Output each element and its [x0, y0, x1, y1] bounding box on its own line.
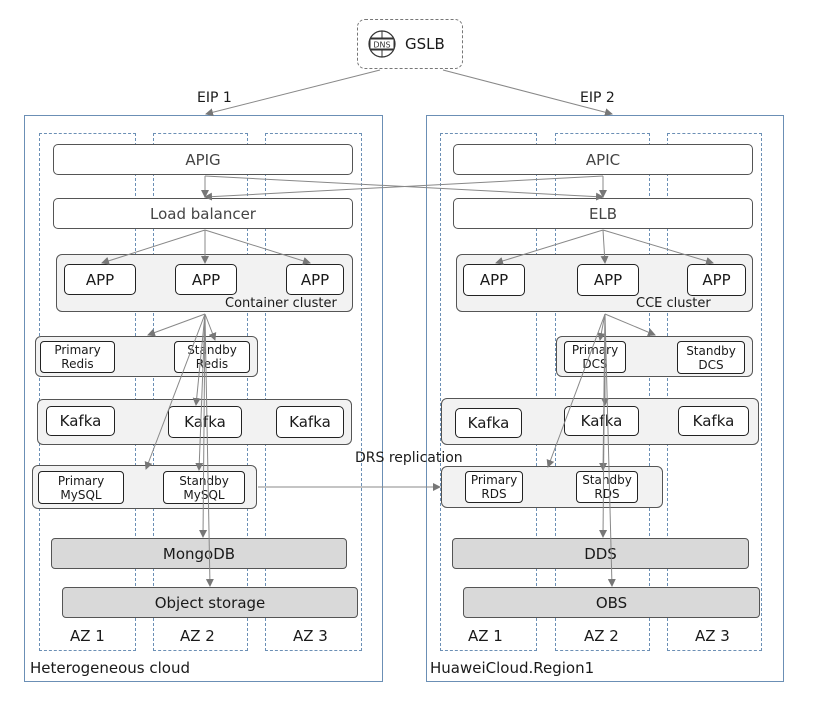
- right-gateway: APIC: [453, 144, 753, 175]
- left-kafka-3: Kafka: [276, 406, 344, 438]
- right-az3-label: AZ 3: [695, 627, 730, 645]
- right-kafka-1: Kafka: [455, 408, 522, 438]
- right-az1-zone: [440, 133, 537, 651]
- arrow-rapp-object: [604, 313, 616, 587]
- drs-replication-label: DRS replication: [355, 450, 463, 466]
- right-app-1: APP: [463, 264, 525, 296]
- left-kafka-1: Kafka: [46, 406, 115, 436]
- arrow-lelb-app3: [204, 229, 311, 265]
- right-az2-zone: [555, 133, 650, 651]
- arrow-rapp-db-primary: [546, 313, 606, 468]
- left-db-primary: Primary MySQL: [38, 471, 124, 504]
- right-object-storage: OBS: [463, 587, 760, 618]
- left-gateway: APIG: [53, 144, 353, 175]
- left-nosql: MongoDB: [51, 538, 347, 569]
- right-cache-standby-text: Standby DCS: [686, 343, 736, 372]
- arrow-relb-app3: [602, 229, 714, 265]
- gslb-label: GSLB: [405, 35, 445, 53]
- right-db-standby-text: Standby RDS: [582, 473, 632, 501]
- left-balancer: Load balancer: [53, 198, 353, 229]
- arrow-lapp-cache-standby: [204, 313, 217, 341]
- right-kafka-2: Kafka: [564, 406, 639, 436]
- left-cluster-label: Container cluster: [225, 296, 337, 311]
- right-db-primary: Primary RDS: [465, 471, 523, 503]
- left-cache-primary: Primary Redis: [40, 341, 115, 373]
- right-cache-primary-text: Primary DCS: [571, 343, 619, 371]
- arrow-gslb-left: [205, 69, 381, 117]
- right-kafka-3: Kafka: [678, 406, 749, 436]
- right-app-2: APP: [577, 264, 639, 296]
- dns-icon: DNS: [368, 30, 396, 58]
- right-db-primary-text: Primary RDS: [470, 473, 518, 501]
- right-db-standby: Standby RDS: [576, 471, 638, 503]
- right-az2-label: AZ 2: [584, 627, 619, 645]
- left-db-primary-text: Primary MySQL: [57, 473, 105, 502]
- gslb-node: DNS GSLB: [357, 19, 463, 69]
- left-kafka-2: Kafka: [168, 406, 242, 438]
- left-cache-standby-text: Standby Redis: [187, 343, 237, 371]
- left-cloud-label: Heterogeneous cloud: [30, 659, 191, 677]
- left-az2-label: AZ 2: [180, 627, 215, 645]
- dns-icon-text: DNS: [373, 41, 390, 50]
- left-az1-zone: [39, 133, 136, 651]
- arrow-lapp-nosql: [199, 313, 208, 538]
- arrow-relb-app2: [600, 229, 609, 264]
- arrow-rgw-lelb: [204, 175, 604, 201]
- left-az2-zone: [153, 133, 248, 651]
- left-cloud: [24, 115, 383, 682]
- arrow-lapp-cache-primary: [147, 313, 206, 337]
- right-cluster-label: CCE cluster: [636, 296, 711, 311]
- arrow-rapp-cache-standby: [604, 313, 656, 336]
- arrow-rapp-nosql: [599, 313, 608, 538]
- right-nosql: DDS: [452, 538, 749, 569]
- left-cache-primary-text: Primary Redis: [54, 343, 101, 371]
- left-app-2: APP: [175, 264, 237, 295]
- arrow-lelb-app1: [101, 229, 206, 265]
- arrow-lapp-db-primary: [144, 313, 206, 470]
- arrow-relb-app1: [495, 229, 604, 265]
- arrow-lapp-object: [204, 313, 214, 587]
- arrow-lapp-db-standby: [195, 313, 206, 471]
- left-az3-zone: [265, 133, 362, 651]
- arrow-lapp-kafka: [192, 313, 206, 406]
- right-az3-zone: [667, 133, 762, 651]
- eip1-label: EIP 1: [197, 90, 232, 106]
- left-az3-label: AZ 3: [293, 627, 328, 645]
- left-az1-label: AZ 1: [70, 627, 105, 645]
- right-app-3: APP: [687, 264, 746, 296]
- arrow-rapp-cache-primary: [597, 313, 606, 341]
- right-az1-label: AZ 1: [468, 627, 503, 645]
- eip2-label: EIP 2: [580, 90, 615, 106]
- arrow-gslb-right: [442, 69, 613, 117]
- right-cloud-label: HuaweiCloud.Region1: [430, 659, 595, 677]
- left-cache-standby: Standby Redis: [174, 341, 250, 373]
- left-object-storage: Object storage: [62, 587, 358, 618]
- right-cache-primary: Primary DCS: [564, 341, 626, 373]
- right-cache-standby: Standby DCS: [677, 341, 745, 374]
- left-app-3: APP: [286, 264, 344, 295]
- left-app-1: APP: [64, 264, 136, 295]
